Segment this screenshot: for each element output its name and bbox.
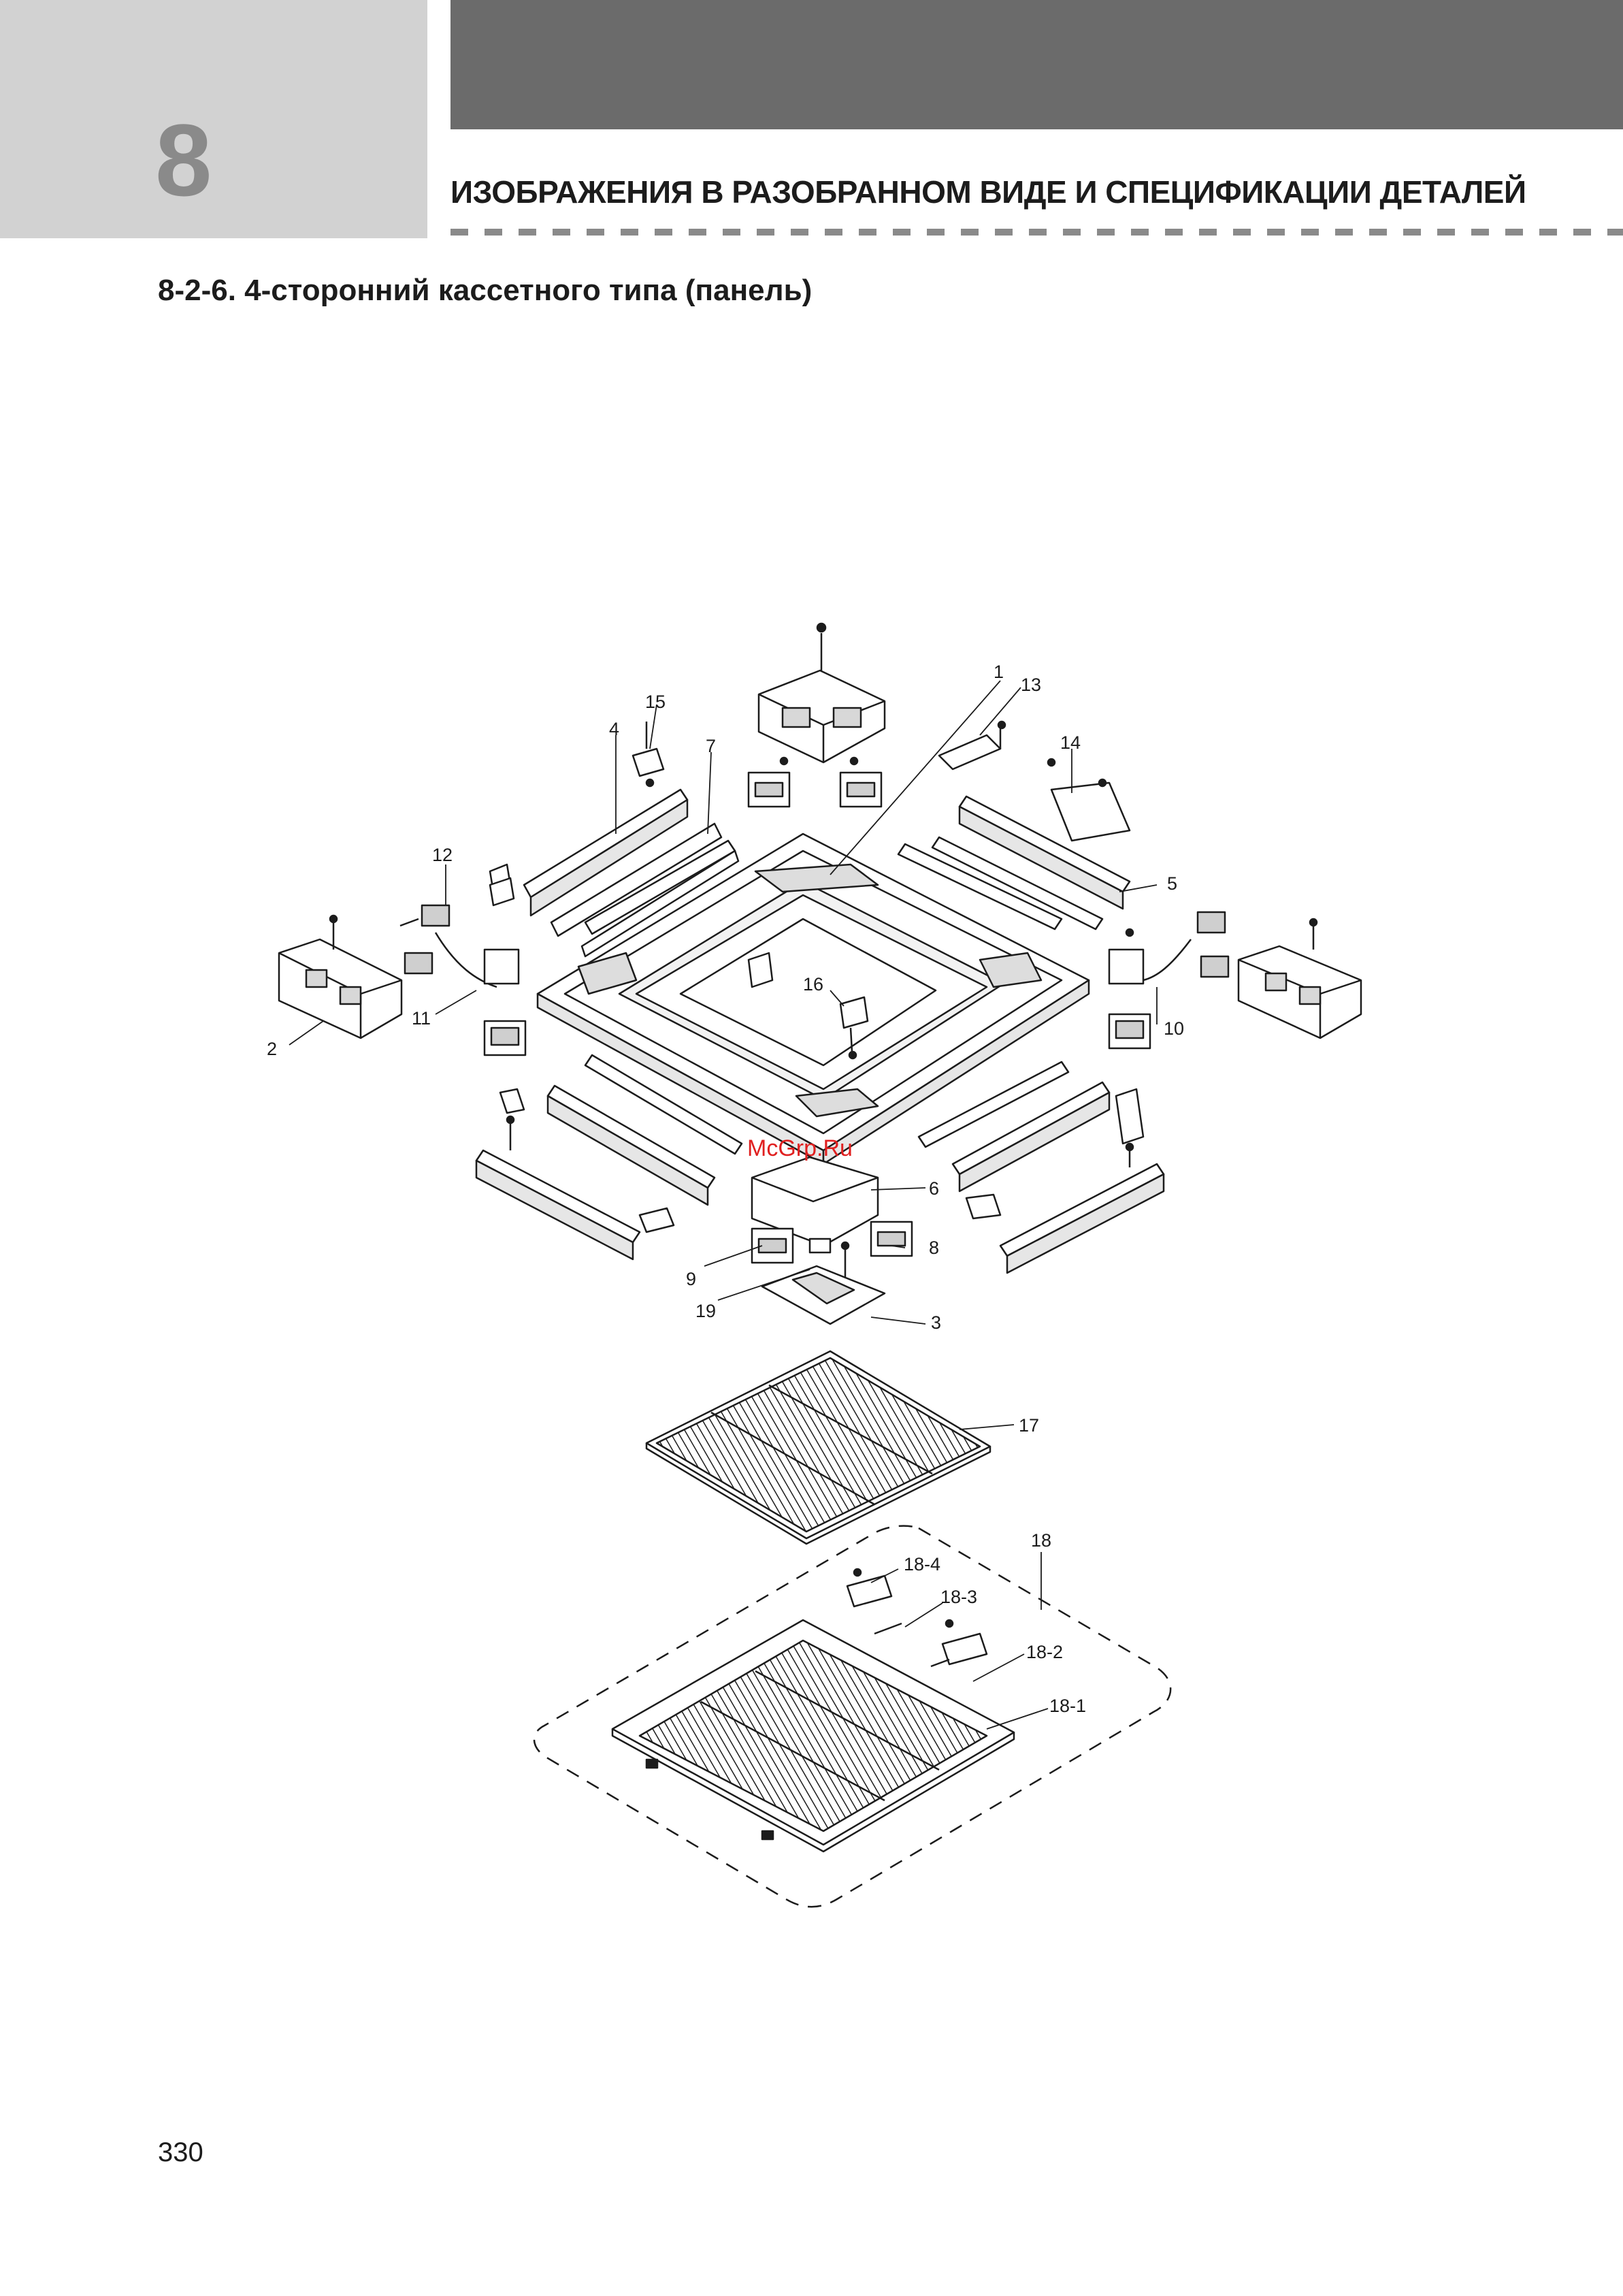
part-label: 7 xyxy=(706,736,716,756)
grille-17 xyxy=(646,1351,990,1544)
part-label: 13 xyxy=(1021,675,1041,695)
part-label: 2 xyxy=(267,1039,277,1059)
bracket-12 xyxy=(490,864,514,905)
part-label: 8 xyxy=(929,1238,939,1258)
part-label: 3 xyxy=(931,1312,941,1333)
part-labels: 1 13 15 4 7 14 12 5 2 11 16 10 6 8 9 19 … xyxy=(267,662,1184,1716)
part-label: 10 xyxy=(1164,1018,1184,1039)
left-side-parts xyxy=(279,905,525,1055)
part-label: 4 xyxy=(609,719,619,739)
part-label: 16 xyxy=(803,974,823,995)
rail-assembly-upper-right xyxy=(898,722,1130,929)
part-label: 11 xyxy=(412,1008,431,1029)
bottom-corner-parts xyxy=(752,1157,912,1324)
watermark: McGrp.Ru xyxy=(747,1135,853,1161)
part-label: 18-4 xyxy=(904,1554,940,1574)
part-label: 15 xyxy=(645,692,666,712)
part-label: 9 xyxy=(686,1269,696,1289)
part-label: 18-3 xyxy=(940,1587,977,1607)
part-label: 14 xyxy=(1060,732,1081,753)
part-label: 18 xyxy=(1031,1530,1051,1551)
part-label: 19 xyxy=(695,1301,716,1321)
part-label: 1 xyxy=(994,662,1004,682)
page-number: 330 xyxy=(158,2137,203,2168)
part-label: 18-2 xyxy=(1026,1642,1063,1662)
hinge-brackets-top xyxy=(749,758,881,807)
part-label: 6 xyxy=(929,1178,939,1199)
corner-cover-top xyxy=(759,624,885,762)
part-label: 5 xyxy=(1167,873,1177,894)
part-label: 18-1 xyxy=(1049,1696,1086,1716)
rail-assembly-lower-right xyxy=(919,1062,1164,1273)
right-side-parts xyxy=(1109,912,1361,1048)
part-label: 12 xyxy=(432,845,453,865)
front-panel-assembly-18 xyxy=(534,1526,1170,1907)
part-label: 17 xyxy=(1019,1415,1039,1436)
